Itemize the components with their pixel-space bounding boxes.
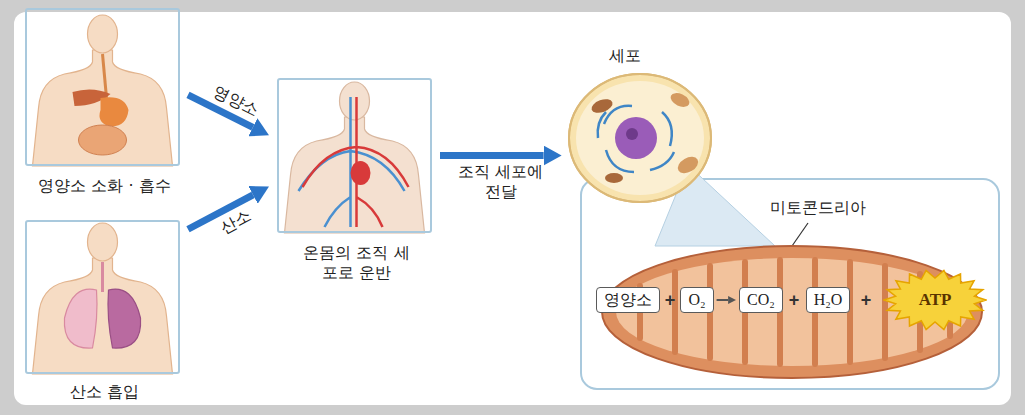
body-outline — [33, 258, 173, 374]
head — [88, 15, 118, 53]
breathing-figure — [33, 223, 173, 374]
label-holder: + — [665, 291, 676, 309]
cytoplasm — [576, 81, 704, 195]
arrow-label: 조직 세포에 전달 — [449, 162, 553, 202]
equation-box: CO₂ — [739, 287, 783, 312]
figure-panel: 온몸의 조직 세포로 운반 — [277, 78, 432, 233]
equation-term: O₂ — [688, 290, 705, 309]
label-holder: 산소 흡입 — [0, 382, 222, 402]
node-label: 미토콘드리아 — [770, 198, 920, 218]
small-mitochondrion — [590, 97, 615, 116]
small-mitochondrion — [605, 173, 623, 183]
intestine — [79, 125, 127, 155]
node-label: 산소 흡입 — [0, 382, 222, 402]
figure-panel: 영양소 소화 · 흡수 — [25, 8, 180, 166]
operator-sign: + — [665, 291, 676, 309]
zoom-panel: 영양소 O₂ CO₂ H₂O ATP 미토콘드리아 — [580, 178, 1000, 390]
zoom-panel-frame — [581, 179, 999, 389]
energy-starburst: ATP — [883, 269, 987, 331]
flow-arrow — [440, 152, 544, 159]
head — [340, 82, 370, 120]
reaction-arrow — [717, 299, 729, 301]
operator-sign: + — [789, 291, 800, 309]
label-holder: + — [789, 291, 800, 309]
node-label: 세포 — [545, 46, 705, 66]
digestion-figure — [33, 15, 173, 166]
head — [88, 223, 118, 261]
arteries — [303, 97, 409, 227]
small-mitochondrion — [668, 90, 691, 109]
cell-figure — [569, 74, 711, 202]
cell-membrane — [569, 74, 711, 202]
node-label: 온몸의 조직 세포로 운반 — [301, 243, 413, 283]
label-holder: 미토콘드리아 — [770, 198, 920, 218]
page-ground — [14, 12, 1011, 405]
equation-term: H₂O — [814, 290, 843, 309]
equation-term: ATP — [883, 269, 987, 331]
heart — [351, 161, 371, 185]
label-holder: 세포 — [545, 46, 705, 66]
stomach — [100, 97, 129, 126]
small-mitochondrion — [675, 153, 701, 176]
body-outline — [33, 50, 173, 166]
left-lung — [64, 289, 97, 348]
right-lung — [108, 289, 141, 348]
cell-outline — [567, 72, 713, 204]
nucleolus — [626, 128, 638, 140]
operator-sign: + — [861, 291, 872, 309]
leader-line — [792, 223, 808, 246]
label-holder: + — [861, 291, 872, 309]
label-holder: 조직 세포에 전달 — [449, 162, 553, 202]
equation-term: CO₂ — [747, 290, 775, 309]
equation-box: O₂ — [680, 287, 713, 312]
cell-membrane — [569, 74, 711, 202]
label-holder: 온몸의 조직 세포로 운반 — [259, 243, 454, 283]
circulation-figure — [285, 82, 425, 233]
nucleus — [615, 117, 657, 159]
label-holder: 영양소 소화 · 흡수 — [0, 176, 222, 196]
cell-node: 세포 — [567, 72, 713, 204]
equation-term: 영양소 — [604, 290, 652, 309]
trachea — [101, 262, 104, 292]
equation-box: H₂O — [806, 287, 851, 312]
endoplasmic-reticulum — [598, 106, 674, 172]
figure-panel: 산소 흡입 — [25, 220, 180, 374]
node-label: 영양소 소화 · 흡수 — [0, 176, 222, 196]
equation-box: 영양소 — [596, 287, 660, 312]
body-outline — [285, 117, 425, 233]
